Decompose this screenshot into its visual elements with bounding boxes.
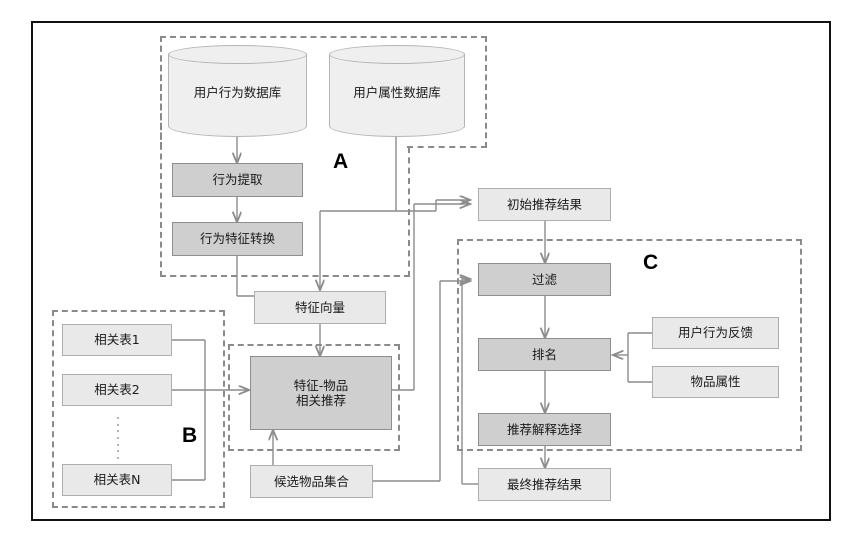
- node-ranking-label: 排名: [531, 346, 557, 362]
- node-behavior-extraction[interactable]: 行为提取: [172, 163, 303, 197]
- node-final-recommend-result[interactable]: 最终推荐结果: [478, 468, 611, 501]
- node-related-table-1[interactable]: 相关表1: [62, 324, 172, 356]
- group-a-boundary-right: [407, 36, 487, 148]
- db-user-attribute-label: 用户属性数据库: [353, 84, 441, 100]
- ellipsis-vertical-icon: [116, 417, 120, 459]
- node-final-recommend-result-label: 最终推荐结果: [506, 476, 582, 492]
- node-filter[interactable]: 过滤: [478, 263, 611, 296]
- node-related-table-2-label: 相关表2: [94, 382, 140, 398]
- node-candidate-item-set-label: 候选物品集合: [273, 473, 349, 489]
- node-behavior-feature-transform-label: 行为特征转换: [199, 231, 275, 247]
- node-item-attribute[interactable]: 物品属性: [652, 366, 779, 398]
- db-user-behavior[interactable]: 用户行为数据库: [168, 45, 307, 137]
- group-c-label: C: [643, 251, 659, 274]
- node-filter-label: 过滤: [531, 271, 557, 287]
- node-related-table-n-label: 相关表N: [93, 472, 141, 488]
- group-b-boundary: [52, 310, 225, 508]
- node-feature-item-recommend-label-line1: 特征-物品: [293, 377, 349, 393]
- node-related-table-n[interactable]: 相关表N: [62, 464, 172, 496]
- node-behavior-feature-transform[interactable]: 行为特征转换: [172, 222, 303, 256]
- node-item-attribute-label: 物品属性: [690, 374, 741, 390]
- db-user-behavior-label: 用户行为数据库: [193, 84, 282, 100]
- node-feature-vector-label: 特征向量: [294, 299, 345, 315]
- node-user-behavior-feedback[interactable]: 用户行为反馈: [652, 317, 779, 349]
- group-c-boundary: [457, 239, 802, 451]
- node-initial-recommend-result[interactable]: 初始推荐结果: [478, 188, 611, 221]
- cylinder-top: [168, 45, 307, 64]
- group-b-label: B: [182, 424, 198, 447]
- group-a-boundary-lower-right: [160, 147, 410, 277]
- node-feature-vector[interactable]: 特征向量: [254, 291, 386, 324]
- group-a-boundary-bottom: [160, 147, 410, 277]
- node-recommend-explanation-select[interactable]: 推荐解释选择: [478, 413, 611, 446]
- node-behavior-extraction-label: 行为提取: [212, 172, 263, 188]
- cylinder-top: [329, 45, 465, 64]
- db-user-attribute[interactable]: 用户属性数据库: [329, 45, 465, 137]
- node-candidate-item-set[interactable]: 候选物品集合: [250, 465, 373, 498]
- cylinder-body: [168, 54, 307, 137]
- node-initial-recommend-result-label: 初始推荐结果: [506, 196, 582, 212]
- cylinder-body: [329, 54, 465, 137]
- group-core-boundary: [228, 344, 400, 451]
- node-feature-item-recommend-label-line2: 相关推荐: [295, 393, 346, 408]
- node-recommend-explanation-select-label: 推荐解释选择: [506, 421, 582, 437]
- node-feature-item-recommend[interactable]: 特征-物品 相关推荐: [250, 356, 392, 430]
- node-ranking[interactable]: 排名: [478, 338, 611, 371]
- group-a-label: A: [333, 150, 349, 173]
- node-related-table-2[interactable]: 相关表2: [62, 374, 172, 406]
- node-related-table-1-label: 相关表1: [94, 332, 140, 348]
- node-user-behavior-feedback-label: 用户行为反馈: [677, 325, 753, 341]
